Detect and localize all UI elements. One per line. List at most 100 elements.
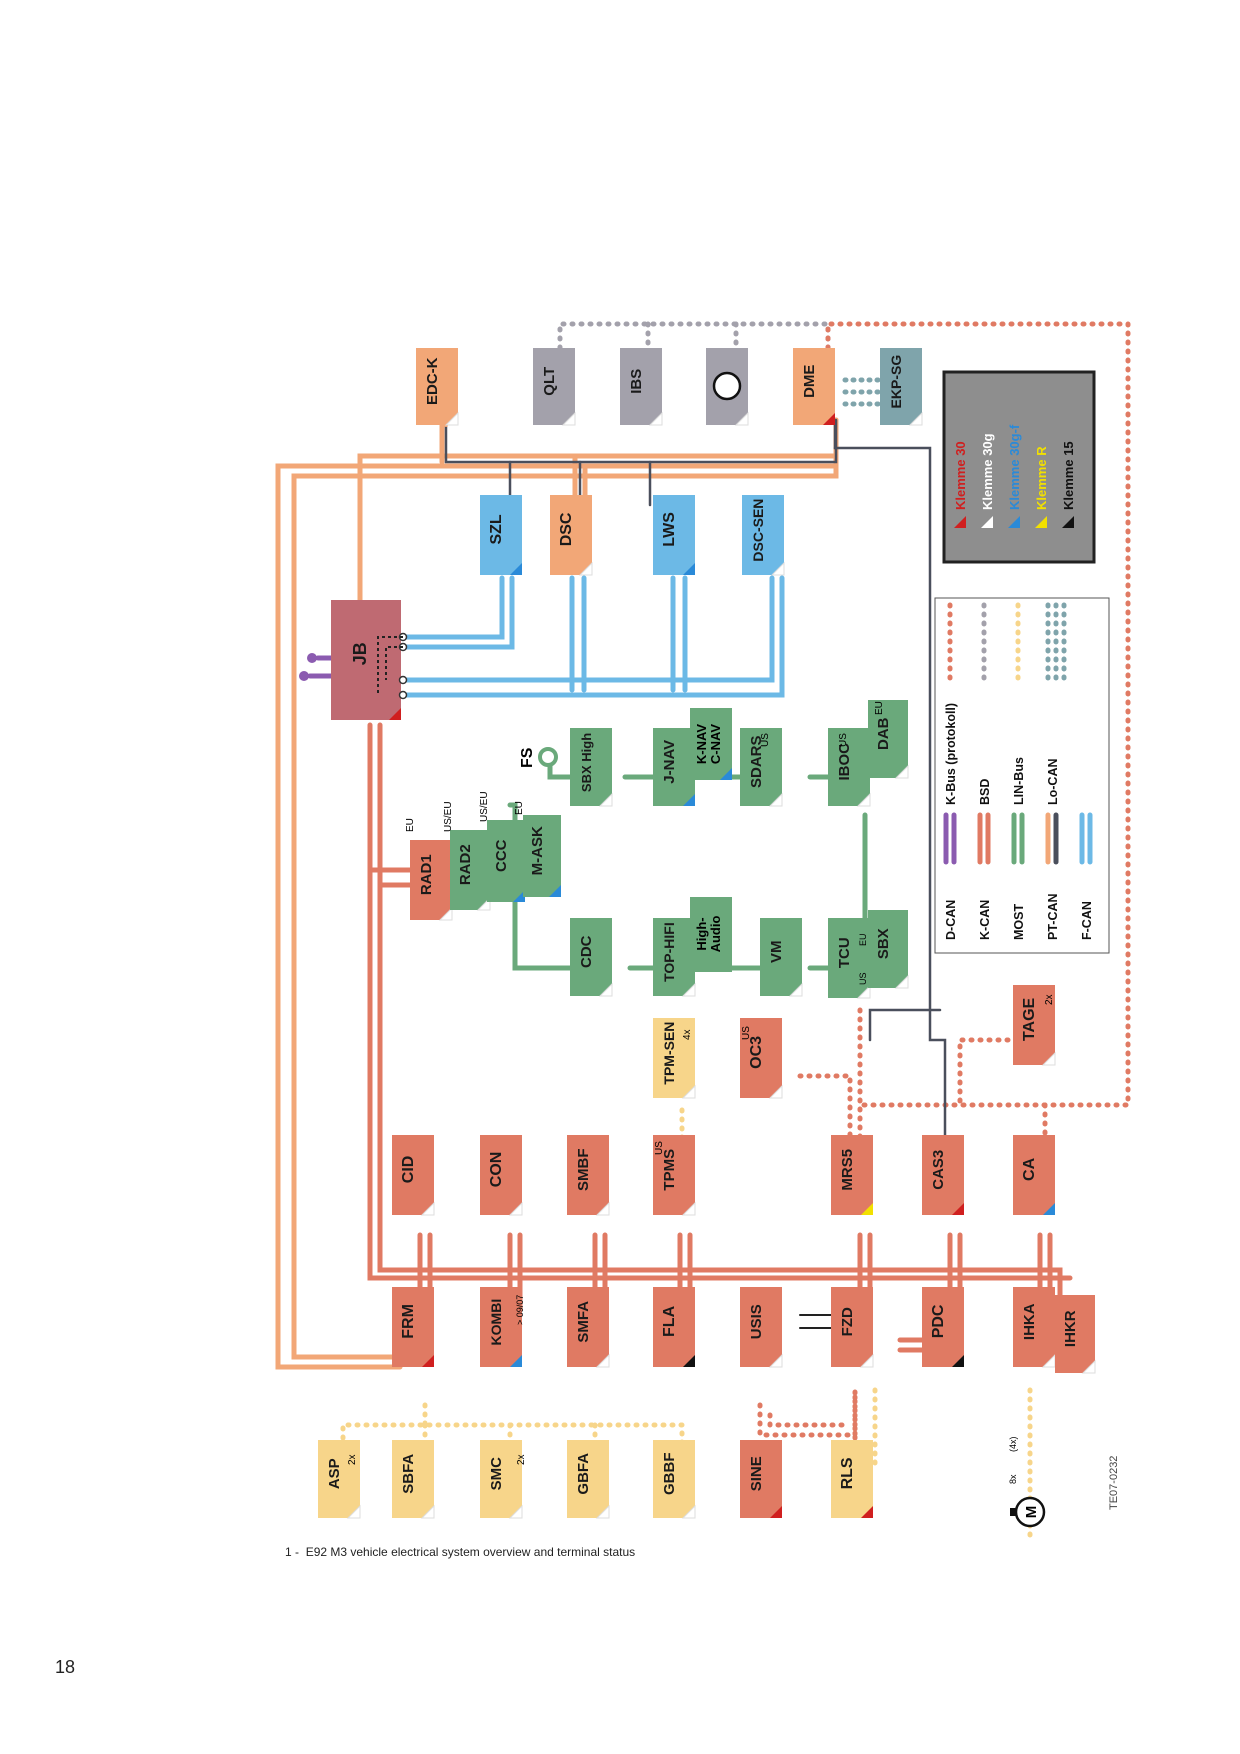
- module-label: IBOC: [836, 743, 853, 781]
- module-ccc: CCC: [487, 820, 525, 902]
- module-smfa: SMFA: [567, 1287, 610, 1368]
- module-rls: RLS: [831, 1440, 873, 1518]
- audio-label: Audio: [708, 916, 723, 953]
- module-smc: SMC: [480, 1440, 523, 1519]
- tag-tpmsen-4x: 4x: [682, 1029, 693, 1040]
- module-label: SZL: [488, 514, 505, 544]
- terminal-swatch: [1035, 516, 1047, 528]
- module-asp: ASP: [318, 1440, 361, 1519]
- module-rad2: RAD2: [450, 830, 491, 911]
- module-label: CCC: [493, 839, 510, 872]
- tag-tage-2x: 2x: [1044, 994, 1055, 1005]
- module-cas3: CAS3: [922, 1135, 964, 1215]
- tag-smc-2x: 2x: [516, 1454, 527, 1465]
- module-label: TOP-HIFI: [661, 922, 677, 982]
- tag-tcu-eu: EU: [858, 933, 868, 946]
- module-label: M-ASK: [529, 826, 546, 875]
- terminal-label: Klemme 30g-f: [1007, 424, 1022, 510]
- module-label: EKP-SG: [888, 355, 904, 409]
- module-k-c-nav: [690, 708, 732, 780]
- module-sbfa: SBFA: [392, 1440, 435, 1519]
- bus-label: K-Bus (protokoll): [944, 703, 958, 805]
- page-number: 18: [55, 1657, 76, 1677]
- module-label: MRS5: [839, 1149, 856, 1191]
- bus-label: D-CAN: [944, 900, 958, 940]
- terminal-label: Klemme R: [1034, 446, 1049, 510]
- module-top-hifi: TOP-HIFI: [653, 918, 696, 997]
- module-sbx: SBX: [868, 910, 909, 989]
- motor-symbol: M: [1010, 1496, 1046, 1528]
- figure-caption: 1 - E92 M3 vehicle electrical system ove…: [285, 1545, 635, 1559]
- module-label: ASP: [326, 1458, 343, 1489]
- module-label: SBFA: [400, 1454, 417, 1494]
- module-label: RAD1: [418, 854, 435, 895]
- module-ihka: IHKA: [1013, 1287, 1056, 1368]
- tag-motor-8x: 8x: [1008, 1474, 1018, 1484]
- module-smbf: SMBF: [567, 1135, 610, 1216]
- caption-text: E92 M3 vehicle electrical system overvie…: [305, 1545, 636, 1559]
- module-label: SMC: [488, 1457, 505, 1491]
- module-label: CAS3: [930, 1150, 947, 1190]
- module-dab: DAB: [868, 700, 909, 779]
- module-label: RLS: [839, 1457, 856, 1489]
- k-nav-label: K-NAV: [694, 724, 709, 765]
- module-label: DME: [801, 365, 818, 398]
- tag-rad2-useu: US/EU: [443, 801, 454, 832]
- module-dsc: DSC: [550, 495, 593, 576]
- caption-prefix: 1 -: [285, 1545, 300, 1559]
- module-label: IHKA: [1021, 1303, 1038, 1340]
- fs-label: FS: [519, 747, 536, 768]
- module-ekp-sg: EKP-SG: [880, 348, 923, 426]
- module-tage: TAGE: [1013, 985, 1056, 1066]
- module-label: QLT: [541, 367, 558, 396]
- terminal-label: Klemme 30: [953, 441, 968, 510]
- bsd-bus: [557, 321, 831, 351]
- module-usis: USIS: [740, 1287, 783, 1368]
- module-frm: FRM: [392, 1287, 434, 1367]
- module-gbbf: GBBF: [653, 1440, 696, 1519]
- tag-tpms-us: US: [654, 1141, 665, 1155]
- module-label: VM: [768, 941, 785, 964]
- terminal-swatch: [981, 516, 993, 528]
- terminal-label: Klemme 15: [1061, 441, 1076, 510]
- fs-connector: [538, 747, 558, 767]
- module-label: TAGE: [1021, 997, 1038, 1041]
- module-fla: FLA: [653, 1287, 695, 1367]
- module-dme: DME: [793, 348, 835, 425]
- bus-label: LIN-Bus: [1012, 757, 1026, 805]
- module-tpms: TPMS: [653, 1135, 696, 1216]
- module-label: JB: [350, 642, 370, 665]
- terminal-swatch: [954, 516, 966, 528]
- module-label: FZD: [839, 1307, 856, 1336]
- tag-asp-2x: 2x: [347, 1454, 358, 1465]
- module-label: SMFA: [575, 1301, 592, 1343]
- module-label: SINE: [748, 1456, 765, 1491]
- tag-oc3-us: US: [741, 1026, 752, 1040]
- terminal-label: Klemme 30g: [980, 433, 995, 510]
- tag-iboc-us: US: [838, 733, 849, 747]
- module-label: USIS: [748, 1304, 765, 1339]
- module-jb: JB: [331, 600, 401, 720]
- module-label: TCU: [836, 937, 853, 968]
- module-dsc-sen: DSC-SEN: [742, 495, 785, 576]
- module-fzd: FZD: [831, 1287, 874, 1368]
- module-label: TPMS: [661, 1149, 678, 1191]
- module-label: IHKR: [1062, 1310, 1079, 1347]
- module-qlt: QLT: [533, 348, 576, 426]
- module-iboc: IBOC: [828, 728, 871, 807]
- module-label: CON: [488, 1152, 505, 1188]
- svg-text:M: M: [1023, 1506, 1040, 1519]
- module-vm: VM: [760, 918, 803, 997]
- c-nav-label: C-NAV: [708, 724, 723, 765]
- module-label: J-NAV: [661, 740, 678, 784]
- generator-icon: [712, 371, 742, 401]
- module-ca: CA: [1013, 1135, 1055, 1215]
- module-label: TPM-SEN: [661, 1022, 677, 1085]
- module-sdars: SDARS: [740, 728, 783, 807]
- module-m-ask: M-ASK: [523, 815, 561, 897]
- terminal-swatch: [1008, 516, 1020, 528]
- module-rad1: RAD1: [410, 840, 453, 921]
- bus-label: F-CAN: [1080, 901, 1094, 940]
